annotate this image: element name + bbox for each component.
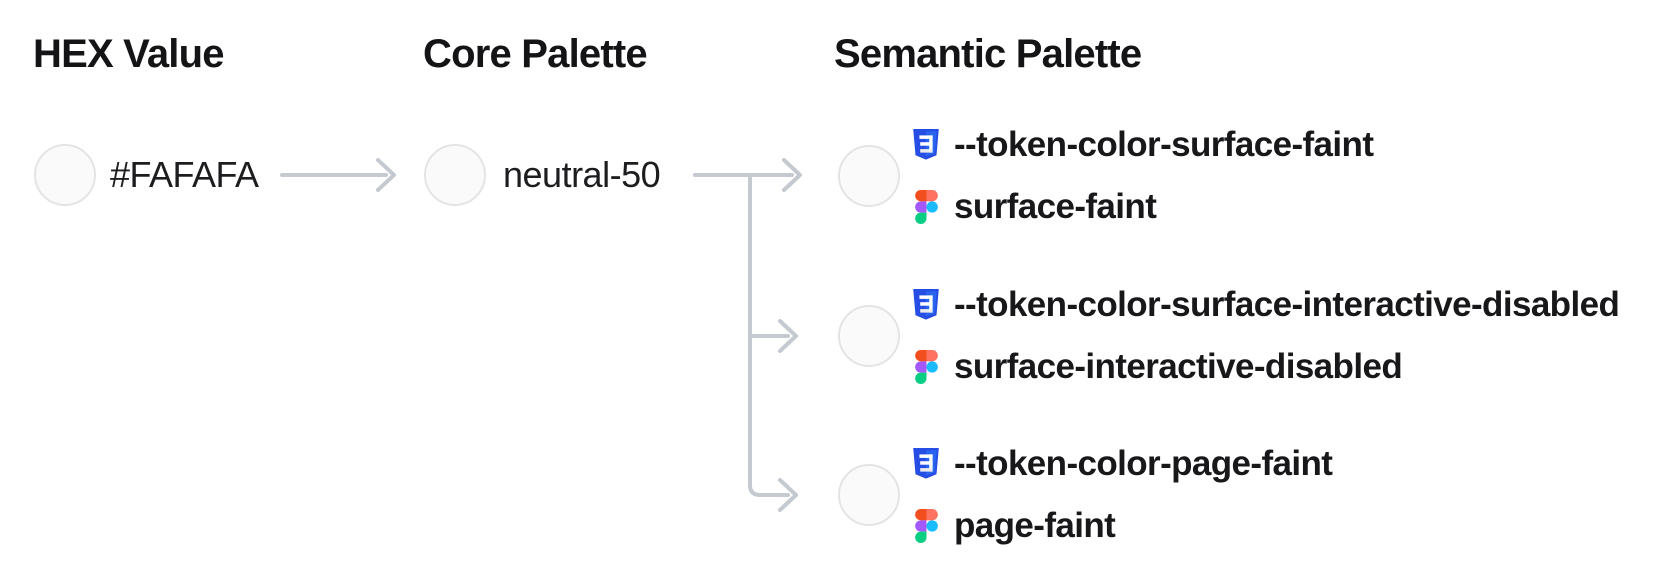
branch-trunk-and-arrow-semantic-3 — [748, 175, 798, 512]
figma-token-line-1: surface-faint — [911, 183, 1666, 231]
css-var-name: --token-color-surface-interactive-disabl… — [954, 285, 1620, 324]
figma-token-line-3: page-faint — [911, 502, 1666, 550]
hex-swatch — [34, 144, 96, 206]
css-token-line-1: --token-color-surface-faint — [911, 121, 1666, 169]
figma-logo-icon — [911, 350, 941, 384]
arrow-core-to-semantic-1 — [693, 158, 802, 192]
hex-column-heading: HEX Value — [33, 32, 224, 76]
core-column-heading: Core Palette — [423, 32, 648, 76]
semantic-swatch-1 — [838, 145, 900, 207]
css-token-line-2: --token-color-surface-interactive-disabl… — [911, 281, 1666, 329]
figma-token-line-2: surface-interactive-disabled — [911, 343, 1666, 391]
core-swatch — [424, 144, 486, 206]
semantic-token-1: --token-color-surface-faint surface-fain… — [911, 121, 1666, 231]
hex-value-label: #FAFAFA — [110, 154, 259, 195]
css-badge-icon — [911, 289, 941, 321]
semantic-swatch-circle-3 — [838, 464, 900, 526]
css-var-name: --token-color-surface-faint — [954, 125, 1374, 164]
css-var-name: --token-color-page-faint — [954, 444, 1333, 483]
branch-arrow-semantic-2 — [748, 319, 798, 353]
css-badge-icon — [911, 129, 941, 161]
figma-token-name: surface-interactive-disabled — [954, 347, 1403, 386]
semantic-column-heading: Semantic Palette — [834, 32, 1142, 76]
semantic-swatch-circle-2 — [838, 305, 900, 367]
figma-logo-icon — [911, 509, 941, 543]
css-badge-icon — [911, 448, 941, 480]
core-swatch-circle — [424, 144, 486, 206]
figma-token-name: page-faint — [954, 506, 1116, 545]
semantic-token-2: --token-color-surface-interactive-disabl… — [911, 281, 1666, 391]
arrow-hex-to-core — [280, 158, 396, 192]
semantic-swatch-3 — [838, 464, 900, 526]
hex-swatch-circle — [34, 144, 96, 206]
semantic-swatch-circle-1 — [838, 145, 900, 207]
css-token-line-3: --token-color-page-faint — [911, 440, 1666, 488]
figma-token-name: surface-faint — [954, 187, 1157, 226]
semantic-swatch-2 — [838, 305, 900, 367]
figma-logo-icon — [911, 190, 941, 224]
core-palette-label: neutral-50 — [503, 154, 661, 195]
semantic-token-3: --token-color-page-faint page-faint — [911, 440, 1666, 550]
